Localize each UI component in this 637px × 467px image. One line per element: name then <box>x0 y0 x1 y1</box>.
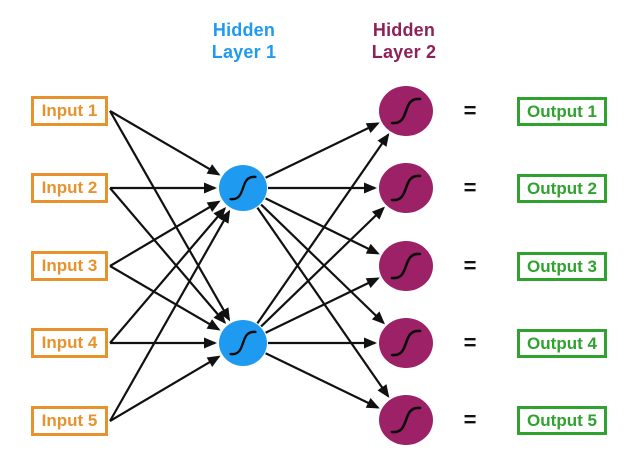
sigmoid-icon <box>390 174 422 202</box>
hidden2-node-1 <box>379 86 433 136</box>
equals-sign-1: = <box>463 98 477 123</box>
sigmoid-icon <box>390 406 422 434</box>
sigmoid-icon <box>390 329 422 357</box>
equals-sign-5: = <box>463 407 477 432</box>
hidden2-node-5 <box>379 395 433 445</box>
equals-sign-4: = <box>463 330 477 355</box>
output-box-4: Output 4 <box>517 329 607 358</box>
sigmoid-icon <box>390 97 422 125</box>
input-box-5: Input 5 <box>31 406 108 436</box>
sigmoid-icon <box>229 175 257 201</box>
hidden-layer-2-title: Hidden Layer 2 <box>371 20 437 62</box>
hidden2-node-2 <box>379 163 433 213</box>
sigmoid-icon <box>390 252 422 280</box>
equals-sign-2: = <box>463 175 477 200</box>
input-box-1: Input 1 <box>31 96 108 126</box>
input-box-2: Input 2 <box>31 173 108 203</box>
hidden-layer-1-title: Hidden Layer 1 <box>211 20 277 62</box>
output-box-2: Output 2 <box>517 174 607 203</box>
sigmoid-icon <box>229 330 257 356</box>
hidden2-node-4 <box>379 318 433 368</box>
input-box-3: Input 3 <box>31 251 108 281</box>
hidden1-node-1 <box>219 165 267 211</box>
input-box-4: Input 4 <box>31 328 108 358</box>
hidden2-node-3 <box>379 241 433 291</box>
output-box-3: Output 3 <box>517 252 607 281</box>
output-box-5: Output 5 <box>517 406 607 435</box>
equals-sign-3: = <box>463 253 477 278</box>
hidden1-node-2 <box>219 320 267 366</box>
output-box-1: Output 1 <box>517 97 607 126</box>
